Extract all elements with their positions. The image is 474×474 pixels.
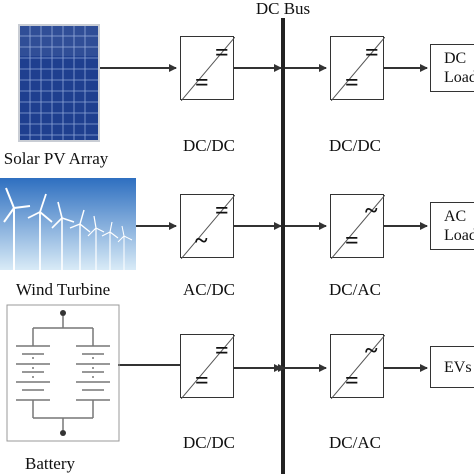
converter-input-symbol: =	[195, 70, 209, 96]
converter-input-symbol: =	[345, 368, 359, 394]
converter-diagonal-icon	[331, 335, 385, 399]
ac-load-dcac-converter: = ~	[330, 194, 385, 259]
ev-dcac-converter: = ~	[330, 334, 385, 399]
dc-loads-line2: Loads	[444, 69, 474, 86]
converter-input-symbol: ~	[195, 228, 208, 254]
dc-loads-line1: DC	[444, 50, 467, 67]
wind-turbine-label: Wind Turbine	[15, 280, 111, 299]
pv-converter-label: DC/DC	[183, 136, 235, 155]
converter-input-symbol: =	[195, 368, 209, 394]
converter-output-symbol: ~	[365, 198, 378, 224]
converter-output-symbol: =	[215, 198, 229, 224]
evs-label: EVs	[444, 359, 472, 376]
wind-turbine-image	[0, 178, 136, 270]
converter-input-symbol: =	[345, 228, 359, 254]
ev-converter-label: DC/AC	[329, 433, 381, 452]
converter-diagonal-icon	[331, 37, 385, 101]
solar-pv-label: Solar PV Array	[3, 149, 109, 168]
dc-load-dcdc-converter: = =	[330, 36, 385, 101]
dc-loads-box: DC Loads	[430, 44, 474, 92]
battery-converter-label: DC/DC	[183, 433, 235, 452]
converter-output-symbol: =	[365, 40, 379, 66]
converter-diagonal-icon	[181, 195, 235, 259]
battery-label: Battery	[24, 454, 76, 473]
dc-bus-label: DC Bus	[255, 0, 311, 18]
ac-loads-line2: Loads	[444, 227, 474, 244]
dc-load-converter-label: DC/DC	[329, 136, 381, 155]
ac-load-converter-label: DC/AC	[329, 280, 381, 299]
solar-panel-image	[18, 24, 100, 142]
evs-box: EVs	[430, 346, 474, 388]
wind-converter-label: AC/DC	[183, 280, 235, 299]
converter-output-symbol: ~	[365, 338, 378, 364]
converter-diagonal-icon	[181, 37, 235, 101]
wind-acdc-converter: ~ =	[180, 194, 235, 259]
ac-loads-box: AC Loads	[430, 202, 474, 250]
battery-image	[6, 304, 120, 442]
ac-loads-line1: AC	[444, 208, 467, 225]
pv-dcdc-converter: = =	[180, 36, 235, 101]
converter-output-symbol: =	[215, 40, 229, 66]
battery-dcdc-converter: = =	[180, 334, 235, 399]
converter-input-symbol: =	[345, 70, 359, 96]
converter-diagonal-icon	[181, 335, 235, 399]
converter-output-symbol: =	[215, 338, 229, 364]
converter-diagonal-icon	[331, 195, 385, 259]
